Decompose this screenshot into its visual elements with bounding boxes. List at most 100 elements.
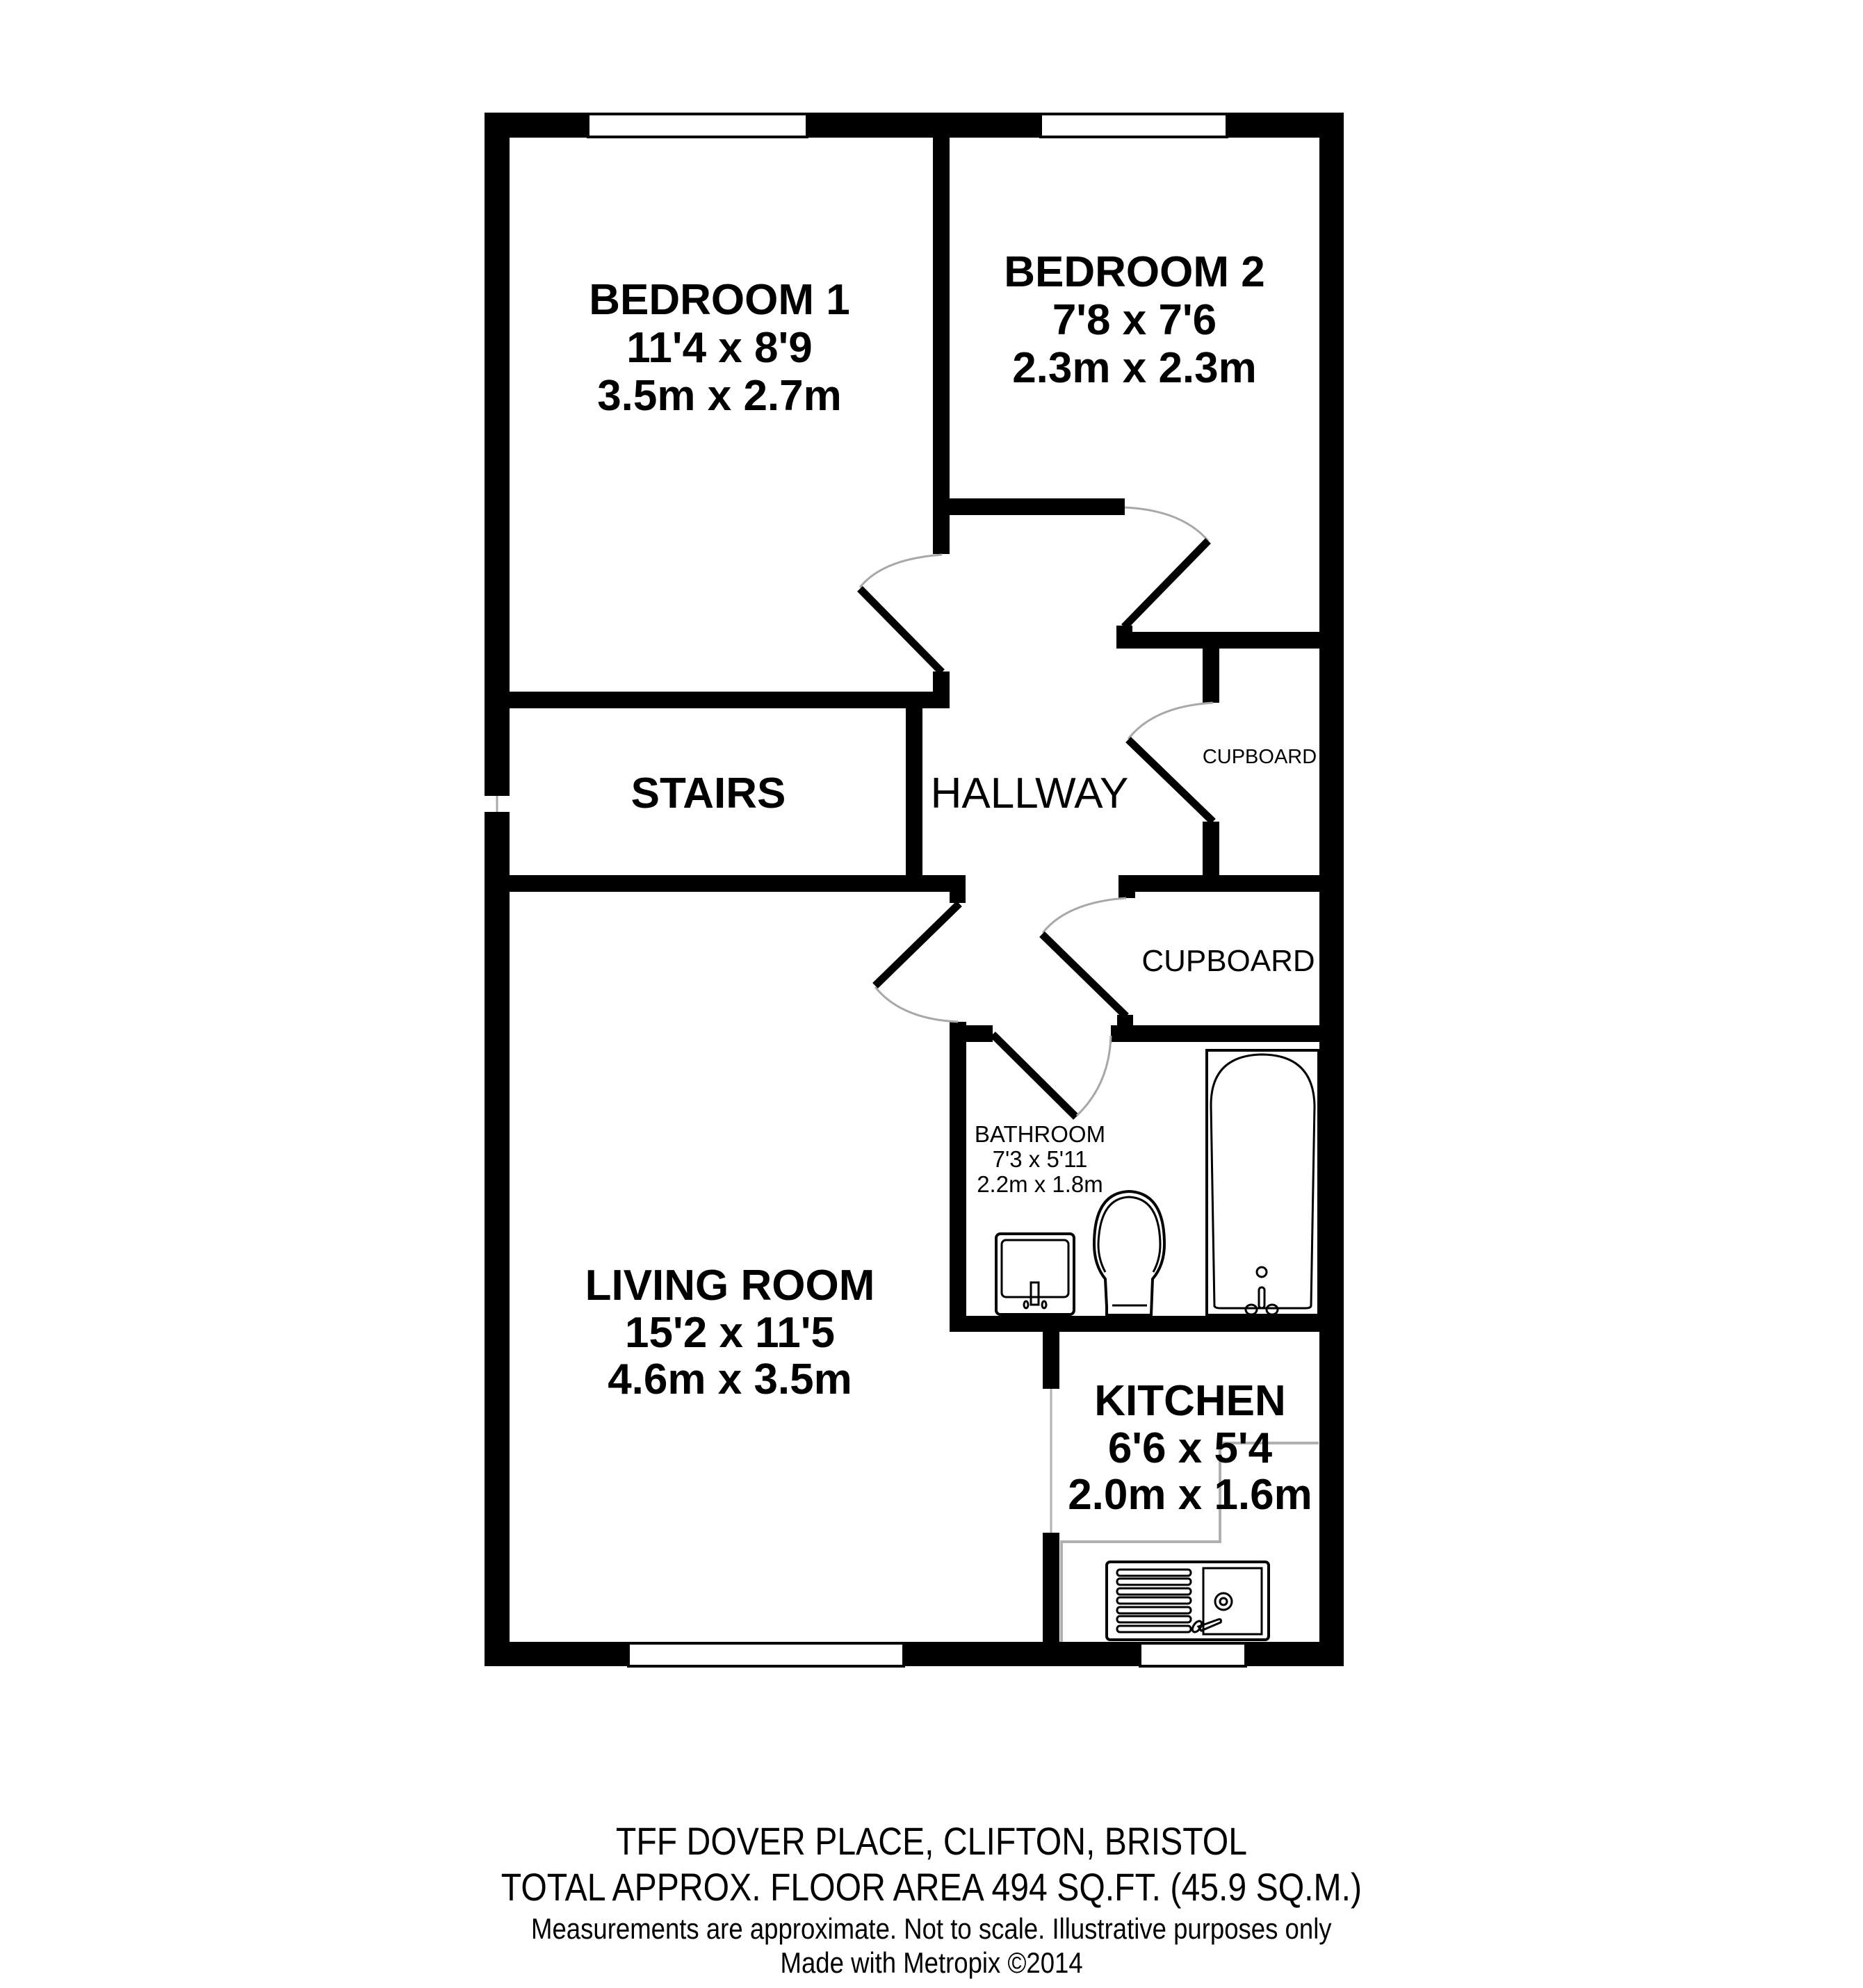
groove	[1116, 1624, 1192, 1633]
groove	[1116, 1577, 1192, 1586]
label-hallway: HALLWAY	[931, 769, 1129, 817]
footer-address: TFF DOVER PLACE, CLIFTON, BRISTOL	[0, 1818, 1863, 1864]
bathtub-icon	[1205, 1049, 1320, 1317]
wall-bedroom1-door-stub	[933, 671, 950, 708]
wall-left-lower	[485, 812, 510, 1666]
door-swing-arc	[1127, 701, 1214, 740]
window-kitchen	[1139, 1642, 1247, 1668]
label-living-room: LIVING ROOM 15'2 x 11'5 4.6m x 3.5m	[585, 1262, 875, 1403]
bathroom-fixtures	[995, 1049, 1320, 1317]
drainer-grooves	[1116, 1568, 1192, 1633]
door-bathroom[interactable]	[990, 1032, 1112, 1120]
doors	[857, 506, 1216, 1533]
basin-icon	[995, 1232, 1075, 1316]
room-name: BEDROOM 2	[1004, 248, 1264, 296]
toilet-bowl	[1092, 1189, 1166, 1317]
sink-unit	[1105, 1561, 1270, 1641]
credit-text: Made with Metropix ©2014	[780, 1946, 1083, 1979]
wall-cupboard1-left-lower	[1203, 822, 1219, 884]
door-cupboard1[interactable]	[1125, 701, 1216, 824]
room-size-imperial: 7'8 x 7'6	[1052, 296, 1217, 344]
room-size-imperial: 15'2 x 11'5	[625, 1309, 835, 1357]
groove	[1116, 1596, 1192, 1605]
room-size-metric: 4.6m x 3.5m	[608, 1355, 852, 1403]
label-bedroom1: BEDROOM 1 11'4 x 8'9 3.5m x 2.7m	[589, 276, 849, 420]
bath-tap-right	[1265, 1303, 1279, 1316]
basin-tap	[1030, 1281, 1040, 1306]
door-bedroom1[interactable]	[857, 553, 945, 675]
window-bedroom1	[587, 113, 808, 138]
window-bedroom2	[1039, 113, 1228, 138]
floor-area-text: TOTAL APPROX. FLOOR AREA 494 SQ.FT. (45.…	[501, 1865, 1362, 1909]
footer-disclaimer: Measurements are approximate. Not to sca…	[0, 1912, 1863, 1946]
door-swing-arc	[874, 986, 959, 1023]
room-name: KITCHEN	[1094, 1377, 1286, 1425]
label-stairs: STAIRS	[631, 769, 786, 817]
room-size-imperial: 11'4 x 8'9	[626, 324, 812, 372]
wall-living-door-stub	[950, 875, 966, 903]
sink-tap-base	[1191, 1620, 1203, 1633]
wall-bedroom2-cupboard	[1116, 632, 1325, 649]
sink-bowl	[1202, 1567, 1263, 1636]
door-cupboard2[interactable]	[1039, 897, 1129, 1019]
basin-inner	[1000, 1239, 1070, 1298]
room-size-imperial: 7'3 x 5'11	[993, 1146, 1088, 1172]
door-swing-arc	[859, 553, 943, 588]
groove	[1116, 1615, 1192, 1624]
wall-bathroom-bottom	[950, 1316, 1325, 1332]
bath-drain	[1255, 1266, 1268, 1278]
window-living-room	[627, 1642, 905, 1668]
kitchen-worktop	[1060, 1442, 1319, 1642]
wall-bathroom-left	[950, 1022, 966, 1332]
door-leaf	[1125, 737, 1216, 824]
groove	[1116, 1606, 1192, 1615]
door-swing-arc	[1041, 897, 1127, 934]
groove	[1116, 1587, 1192, 1596]
toilet-seat	[1097, 1196, 1162, 1273]
basin-tap-right	[1041, 1300, 1048, 1310]
door-swing-arc	[1075, 1035, 1112, 1117]
room-size-metric: 2.2m x 1.8m	[977, 1171, 1103, 1197]
wall-bedroom2-door-stub	[1116, 626, 1132, 649]
wall-cupboard2-door-stub	[1118, 875, 1135, 898]
wall-cupboard2-lower-stub	[1117, 1015, 1133, 1042]
door-bedroom2[interactable]	[1121, 506, 1211, 630]
groove	[1116, 1568, 1192, 1577]
wall-left-upper	[485, 113, 510, 796]
door-leaf	[1121, 538, 1211, 630]
wall-stairs-right	[906, 708, 922, 882]
wall-kitchen-left-lower	[1043, 1533, 1059, 1651]
footer-credit: Made with Metropix ©2014	[0, 1946, 1863, 1980]
room-size-metric: 2.3m x 2.3m	[1012, 344, 1257, 392]
room-name: BEDROOM 1	[589, 276, 849, 324]
door-living-room[interactable]	[872, 901, 962, 1023]
sink-drain-outer	[1214, 1592, 1233, 1611]
wall-kitchen-left-upper	[1043, 1321, 1059, 1389]
kitchen-fixtures	[1060, 1442, 1319, 1642]
wall-bedroom2-hall	[933, 498, 1125, 515]
room-name: LIVING ROOM	[585, 1262, 875, 1310]
door-leaf	[872, 901, 962, 988]
door-swing-arc	[1124, 506, 1210, 541]
door-leaf	[1039, 931, 1129, 1019]
wall-bedroom-divider	[933, 125, 950, 554]
label-bathroom: BATHROOM 7'3 x 5'11 2.2m x 1.8m	[975, 1121, 1105, 1197]
label-cupboard2: CUPBOARD	[1141, 944, 1315, 978]
basin-outer	[995, 1232, 1075, 1316]
wall-cupboard1-left-upper	[1203, 643, 1219, 703]
toilet-icon	[1092, 1189, 1166, 1317]
wall-bedroom1-bottom	[497, 692, 949, 708]
basin-tap-left	[1023, 1300, 1030, 1310]
room-size-metric: 2.0m x 1.6m	[1068, 1471, 1312, 1519]
wall-cupboard2-bathroom	[1111, 1025, 1325, 1042]
room-labels: BEDROOM 1 11'4 x 8'9 3.5m x 2.7m BEDROOM…	[585, 248, 1317, 1519]
bath-tub	[1210, 1053, 1316, 1310]
room-size-metric: 3.5m x 2.7m	[597, 372, 842, 420]
bath-tap-spout	[1258, 1286, 1266, 1310]
address-text: TFF DOVER PLACE, CLIFTON, BRISTOL	[615, 1819, 1248, 1863]
sink-icon	[1105, 1561, 1270, 1641]
wall-stairs-living	[497, 875, 966, 892]
room-size-imperial: 6'6 x 5'4	[1108, 1424, 1273, 1472]
label-cupboard1: CUPBOARD	[1203, 746, 1317, 768]
